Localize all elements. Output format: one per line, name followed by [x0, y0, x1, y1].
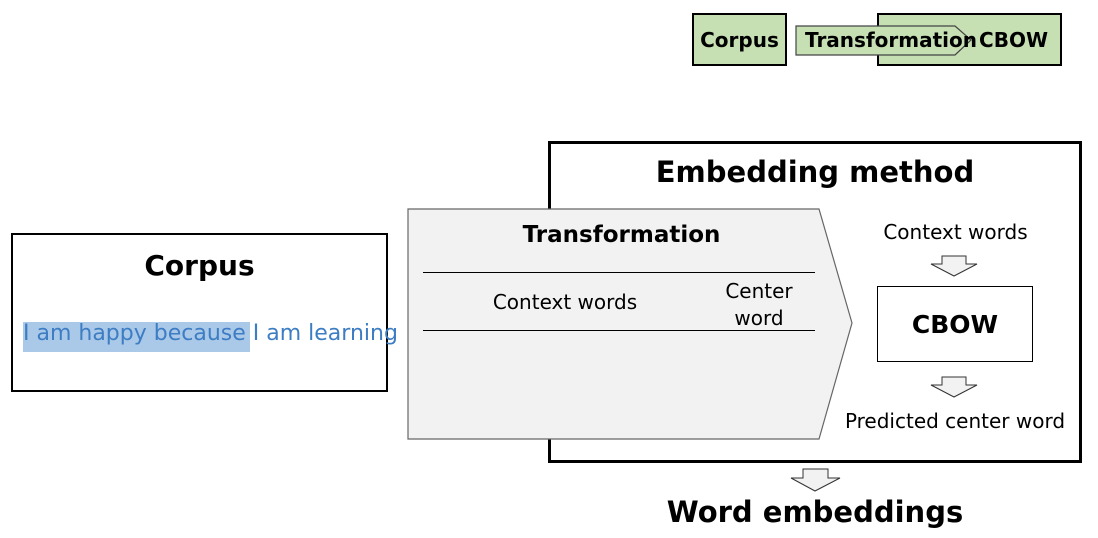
legend-corpus-label: Corpus	[700, 27, 779, 52]
context-words-label: Context words	[883, 220, 1028, 244]
legend-transformation-label: Transformation	[805, 28, 977, 52]
legend-transformation-arrow	[795, 25, 972, 56]
corpus-box: Corpus I am happy because I am learning	[11, 233, 398, 392]
cbow-model-box: CBOW	[877, 286, 1033, 362]
embedding-method-title: Embedding method	[655, 155, 975, 189]
corpus-highlight	[23, 322, 250, 352]
transformation-bottom-rule	[423, 330, 815, 331]
arrow-down-icon	[930, 376, 978, 398]
transformation-col-context: Context words	[492, 290, 638, 314]
transformation-title: Transformation	[522, 222, 721, 248]
center-line-2: word	[734, 306, 784, 330]
predicted-center-word-label: Predicted center word	[844, 409, 1066, 433]
legend-cbow-label: CBOW	[979, 27, 1048, 52]
legend-corpus-box: Corpus	[692, 13, 787, 66]
corpus-sentence: I am happy because I am learning	[23, 321, 398, 346]
word-embeddings-label: Word embeddings	[666, 495, 964, 529]
transformation-col-center: Center word	[710, 278, 808, 332]
arrow-down-icon	[930, 255, 978, 277]
arrow-down-icon	[790, 468, 841, 492]
transformation-top-rule	[423, 272, 815, 273]
cbow-label: CBOW	[911, 309, 999, 339]
center-line-1: Center	[725, 279, 793, 303]
corpus-title: Corpus	[144, 249, 255, 282]
transformation-chevron	[407, 208, 853, 440]
